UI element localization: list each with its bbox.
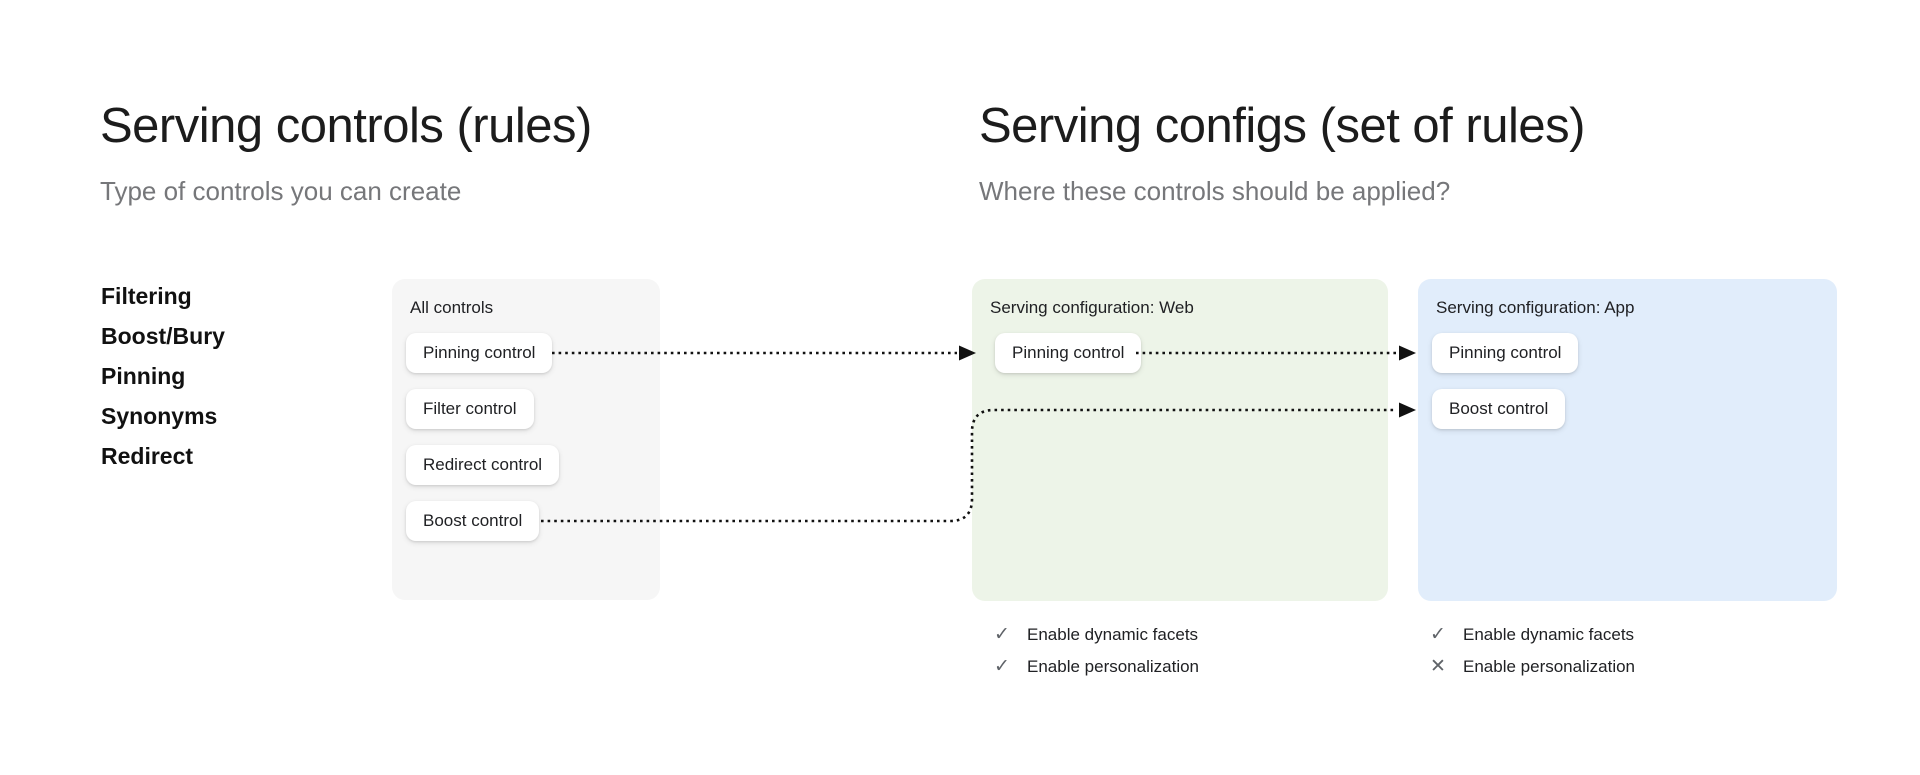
filter-control-pill: Filter control [406,389,534,429]
redirect-control-pill: Redirect control [406,445,560,485]
app-config-card: Serving configuration: App Pinning contr… [1418,279,1837,601]
web-config-card: Serving configuration: Web Pinning contr… [972,279,1388,601]
check-icon: ✓ [994,656,1010,677]
feature-row: ✕ Enable personalization [1428,656,1635,677]
web-pinning-control-pill: Pinning control [995,333,1142,373]
feature-label: Enable personalization [1463,656,1636,676]
check-icon: ✓ [1430,624,1446,645]
boost-control-pill: Boost control [406,501,540,541]
serving-controls-subtitle: Type of controls you can create [100,176,462,206]
serving-configs-subtitle: Where these controls should be applied? [979,176,1451,206]
control-type-synonyms: Synonyms [101,403,218,429]
control-type-redirect: Redirect [101,443,194,469]
app-config-features: ✓ Enable dynamic facets ✕ Enable persona… [1428,624,1635,677]
feature-label: Enable personalization [1027,656,1200,676]
feature-label: Enable dynamic facets [1463,624,1635,644]
app-config-card-title: Serving configuration: App [1436,298,1635,317]
all-controls-card-title: All controls [410,298,494,317]
control-type-boost-bury: Boost/Bury [101,323,225,349]
feature-row: ✓ Enable dynamic facets [992,624,1199,645]
control-type-pinning: Pinning [101,363,186,389]
pinning-control-pill: Pinning control [406,333,553,373]
app-boost-control-pill: Boost control [1432,389,1566,429]
check-icon: ✓ [994,624,1010,645]
all-controls-card: All controls Pinning control Filter cont… [392,279,660,600]
feature-label: Enable dynamic facets [1027,624,1199,644]
web-config-features: ✓ Enable dynamic facets ✓ Enable persona… [992,624,1199,677]
feature-row: ✓ Enable dynamic facets [1428,624,1635,645]
x-icon: ✕ [1430,656,1446,677]
app-pinning-control-pill: Pinning control [1432,333,1579,373]
arrowhead-icon [1399,345,1416,361]
control-type-list: Filtering Boost/Bury Pinning Synonyms Re… [101,276,225,476]
web-config-card-title: Serving configuration: Web [990,298,1194,317]
serving-configs-title: Serving configs (set of rules) [979,99,1585,153]
control-type-filtering: Filtering [101,283,192,309]
feature-row: ✓ Enable personalization [992,656,1199,677]
arrowhead-icon [1399,402,1416,418]
serving-controls-title: Serving controls (rules) [100,99,592,153]
